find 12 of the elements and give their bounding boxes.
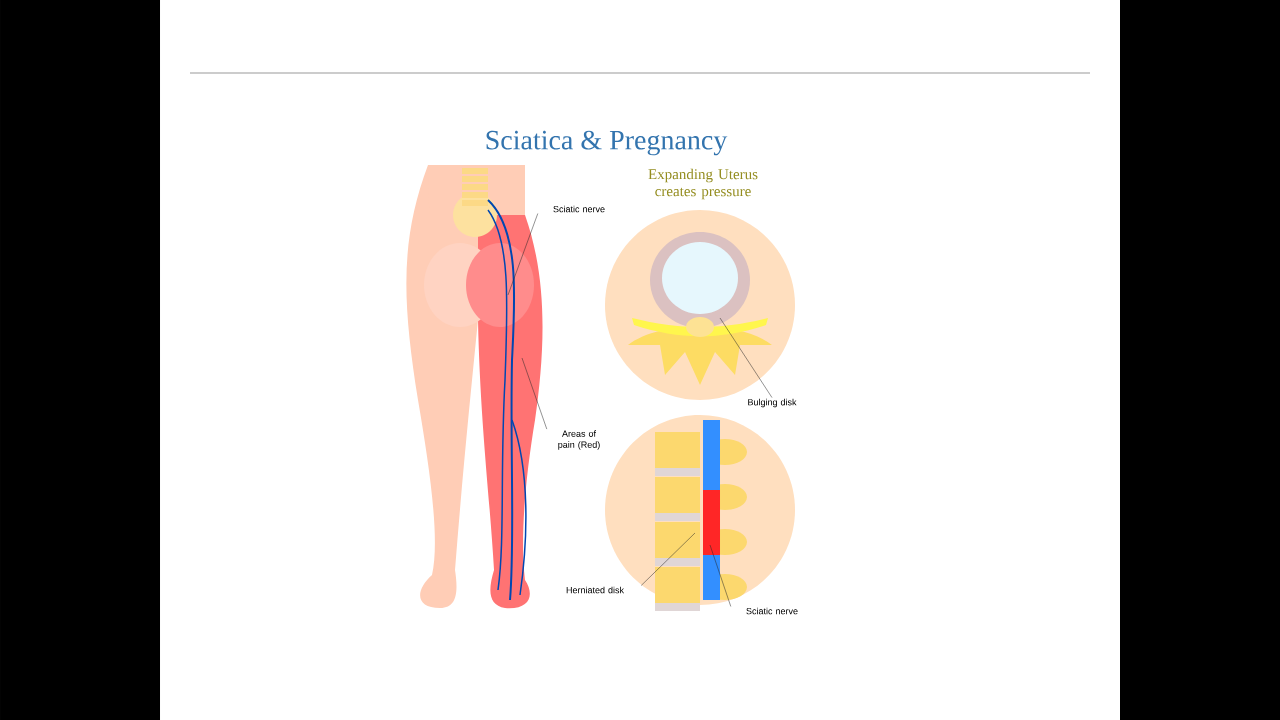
part-label: Bulging disk (748, 398, 797, 408)
part-label: Sciatic nerve (553, 205, 605, 213)
title: Sciatica & Pregnancy (486, 130, 728, 156)
part-label: Areas of pain (Red) (558, 430, 600, 450)
leader-line (507, 213, 539, 296)
leader-line (709, 544, 732, 607)
leader-line (719, 317, 773, 398)
leader-line (521, 357, 548, 430)
part-label: Herniated disk (566, 586, 624, 594)
subtitle: Expanding Uterus creates pressure (648, 168, 758, 200)
part-label: Sciatic nerve (746, 607, 798, 615)
leader-line (640, 532, 696, 586)
